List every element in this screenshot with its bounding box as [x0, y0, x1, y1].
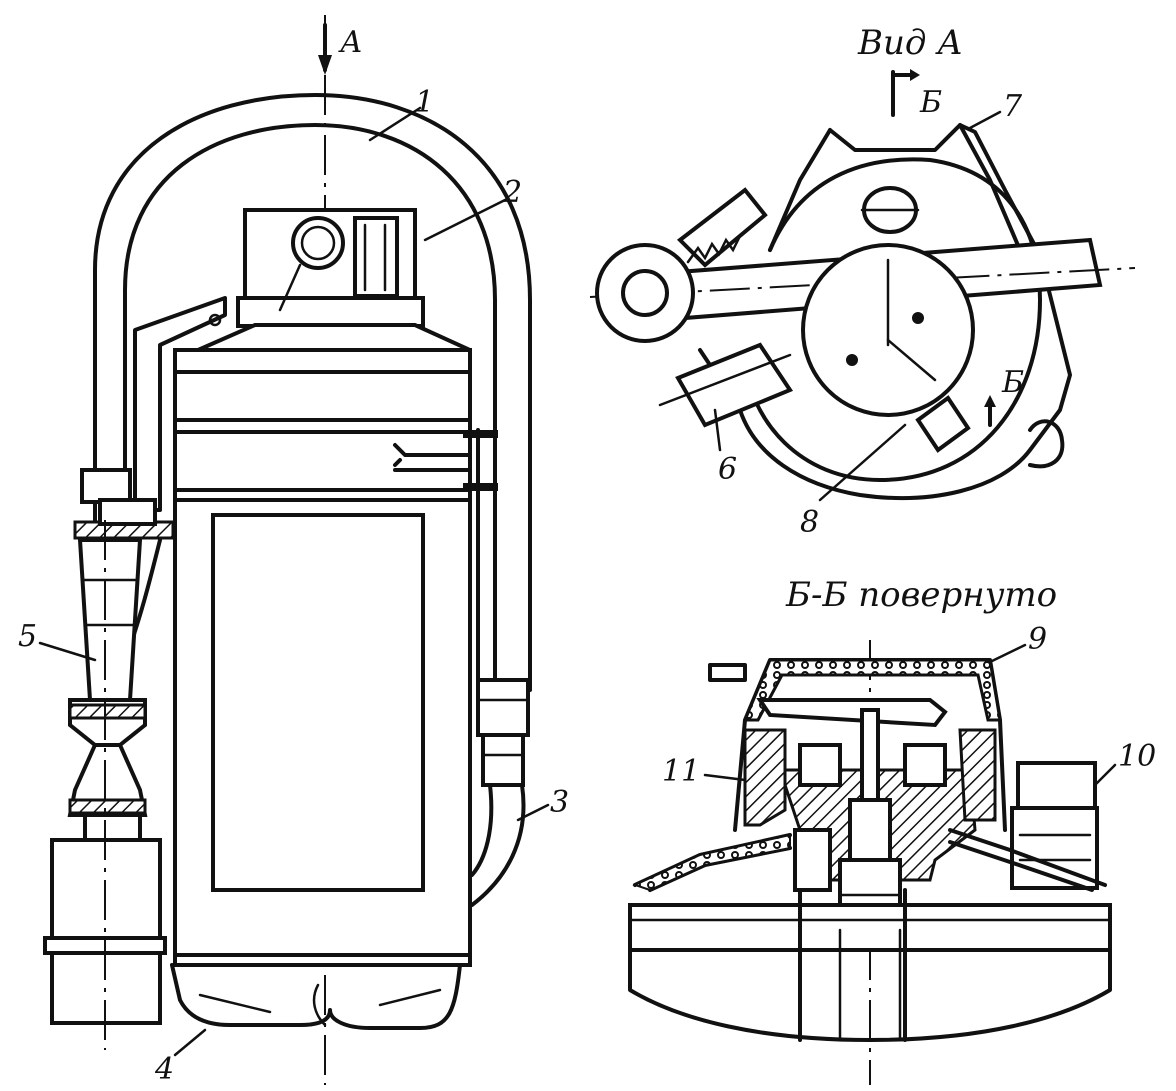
part-label-9: 9 [1028, 622, 1048, 657]
section-marker-right-arrowhead [984, 395, 996, 407]
head-round-port [291, 216, 345, 270]
section-cylinder-rim [628, 903, 1112, 952]
skirt-crease-mid [312, 983, 327, 1027]
section-seal-left [743, 728, 787, 827]
skirt-crease-right [378, 988, 442, 1007]
view-a-spring-housing [676, 187, 768, 268]
section-lever-stub [708, 663, 747, 682]
view-a-right-clip [1028, 419, 1065, 469]
leader-7 [968, 110, 1002, 130]
view-a-bolt-1 [912, 312, 924, 324]
nozzle-flare-lower [67, 743, 148, 817]
view-a-plug [915, 395, 971, 453]
part-label-8: 8 [800, 505, 820, 540]
leader-9 [988, 643, 1027, 664]
section-nut-right [903, 743, 947, 787]
nozzle-tip-cap [83, 813, 142, 842]
section-title: Б-Б повернуто [786, 575, 1058, 615]
cylinder-label-panel [211, 513, 425, 892]
view-a-outer-contour [698, 123, 1072, 500]
head-round-port-inner [300, 225, 336, 261]
section-seal-right [958, 728, 997, 822]
part-label-5: 5 [18, 619, 38, 654]
part-label-11: 11 [662, 754, 701, 789]
section-spring-chamber [848, 798, 892, 862]
view-a-bolt-2 [846, 354, 858, 366]
section-marker-top-arrowhead [910, 69, 920, 81]
view-a-title: Вид А [858, 23, 963, 63]
section-lever [756, 698, 948, 728]
handle-frame-outer [93, 93, 532, 692]
part-label-4: 4 [155, 1052, 175, 1087]
section-b-side-label: Б [1002, 365, 1025, 400]
part-label-7: 7 [1003, 89, 1023, 124]
left-clamp-block [80, 468, 132, 504]
side-clamp-ring-1 [463, 430, 498, 438]
skirt-crease-left [198, 993, 272, 1014]
hose-3-inner [470, 783, 494, 877]
section-shoulder-fabric [632, 833, 791, 892]
view-a-cap-6 [675, 342, 794, 428]
view-a-arrowhead [318, 55, 332, 75]
nozzle-ring-2 [68, 798, 147, 815]
leader-10 [1093, 763, 1117, 787]
hose-nut-right [476, 678, 530, 737]
section-marker-top [891, 70, 914, 117]
part-label-3: 3 [550, 785, 570, 820]
hose-coupling-right [481, 733, 525, 787]
nozzle-ring-1 [68, 703, 147, 720]
section-nut-left [798, 743, 842, 787]
section-neck-left [793, 828, 832, 892]
leader-4 [173, 1028, 207, 1057]
leader-6 [713, 408, 722, 452]
view-a-head-line-d [886, 338, 937, 382]
leader-3 [516, 803, 550, 822]
front-view [43, 15, 532, 1085]
section-cap-10-body [1010, 806, 1099, 890]
section-b-b [628, 640, 1117, 1085]
part-label-2: 2 [503, 175, 523, 210]
head-lever-housing [353, 216, 399, 298]
view-a [589, 69, 1136, 502]
part-label-6: 6 [718, 452, 738, 487]
handle-frame-inner [123, 123, 497, 692]
view-a-top-bracket [768, 123, 1022, 252]
part-label-10: 10 [1118, 739, 1157, 774]
section-cylinder-lower [628, 948, 1112, 1042]
section-b-top-label: Б [920, 85, 943, 120]
bottom-skirt [170, 963, 462, 1030]
leader-5 [38, 641, 97, 662]
side-clamp-pin [393, 443, 472, 472]
part-label-1: 1 [415, 85, 435, 120]
view-a-arrow-label: А [340, 25, 363, 60]
leader-11 [703, 773, 747, 782]
nozzle-body [77, 538, 143, 702]
leader-1 [368, 106, 422, 142]
leader-8 [818, 423, 907, 502]
head-base [236, 296, 425, 328]
left-coupling-collar [98, 498, 157, 526]
head-diagonal [278, 263, 302, 312]
view-a-cap-6-line [658, 353, 792, 407]
section-cap-10-top [1016, 761, 1097, 810]
view-a-left-roller-inner [621, 269, 669, 317]
bracket-bolt [208, 313, 222, 327]
hose-3-outer [470, 783, 526, 907]
view-a-inner-rim [743, 157, 1042, 482]
side-clamp-ring-2 [463, 483, 498, 491]
leader-2 [423, 198, 507, 242]
view-a-spring [686, 234, 742, 264]
